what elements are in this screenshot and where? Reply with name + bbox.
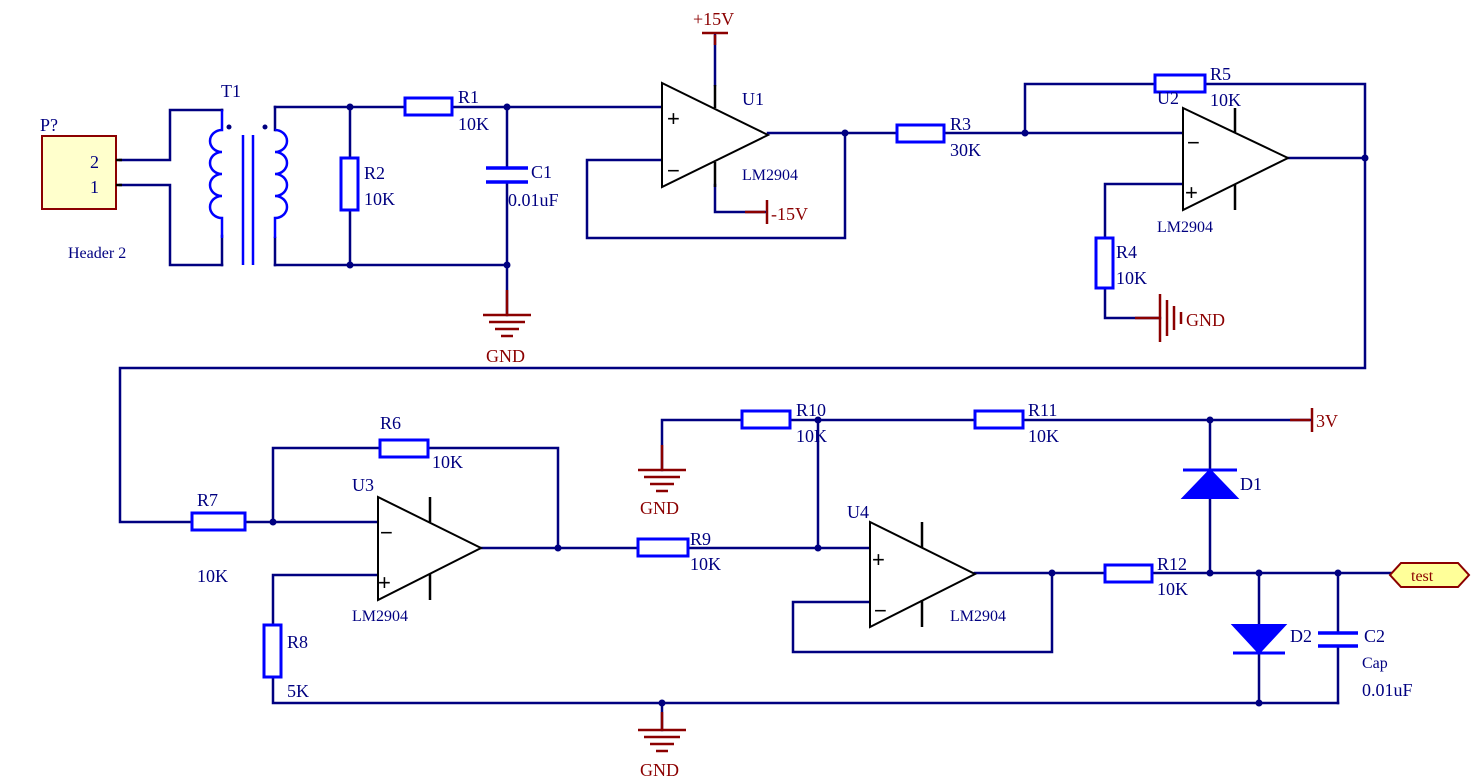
r9-ref: R9 xyxy=(690,529,711,549)
u3-minus: − xyxy=(380,520,393,545)
gnd-bottom: GND xyxy=(638,712,686,780)
resistor-r6: R6 10K xyxy=(378,413,463,472)
u3-ref: U3 xyxy=(352,475,374,495)
r5-value: 10K xyxy=(1210,90,1241,110)
resistor-r3: R3 30K xyxy=(895,114,981,160)
gnd-c1-label: GND xyxy=(486,346,525,366)
r7-ref: R7 xyxy=(197,490,218,510)
resistor-r5: R5 10K xyxy=(1153,64,1241,110)
u1-ref: U1 xyxy=(742,89,764,109)
r3-value: 30K xyxy=(950,140,981,160)
c2-ref: C2 xyxy=(1364,626,1385,646)
power-vpos: +15V xyxy=(693,9,734,45)
gnd-bottom-label: GND xyxy=(640,760,679,780)
capacitor-c1: C1 0.01uF xyxy=(486,162,559,210)
resistor-r1: R1 10K xyxy=(403,87,489,134)
u2-ref: U2 xyxy=(1157,88,1179,108)
diode-d1: D1 xyxy=(1180,468,1262,499)
vneg-label: -15V xyxy=(771,204,808,224)
r8-value: 5K xyxy=(287,681,309,701)
c1-value: 0.01uF xyxy=(508,190,559,210)
port-label: test xyxy=(1411,568,1434,585)
r5-ref: R5 xyxy=(1210,64,1231,84)
connector-name: Header 2 xyxy=(68,245,126,262)
r10-value: 10K xyxy=(796,426,827,446)
r1-value: 10K xyxy=(458,114,489,134)
opamp-u4: + − U4 LM2904 xyxy=(847,502,1006,629)
r8-ref: R8 xyxy=(287,632,308,652)
c1-ref: C1 xyxy=(531,162,552,182)
r4-ref: R4 xyxy=(1116,242,1137,262)
resistor-r8: R8 5K xyxy=(262,623,309,701)
r9-value: 10K xyxy=(690,554,721,574)
r4-value: 10K xyxy=(1116,268,1147,288)
r2-value: 10K xyxy=(364,189,395,209)
v3-label: 3V xyxy=(1316,411,1338,431)
connector-pin2: 2 xyxy=(90,152,99,172)
resistor-r4: R4 10K xyxy=(1094,236,1147,290)
power-vneg: -15V xyxy=(745,200,808,224)
header-connector: P? 2 1 Header 2 xyxy=(40,115,126,262)
connector-ref: P? xyxy=(40,115,58,135)
r11-ref: R11 xyxy=(1028,400,1057,420)
resistor-r12: R12 10K xyxy=(1103,554,1188,599)
opamp-u3: − + U3 LM2904 xyxy=(352,475,484,625)
d2-ref: D2 xyxy=(1290,626,1312,646)
gnd-r10: GND xyxy=(638,445,686,518)
diode-d2: D2 xyxy=(1230,624,1312,655)
gnd-r4-label: GND xyxy=(1186,310,1225,330)
gnd-r4: GND xyxy=(1135,294,1225,342)
connector-pin1: 1 xyxy=(90,177,99,197)
u2-part: LM2904 xyxy=(1157,219,1213,236)
transformer-ref: T1 xyxy=(221,81,241,101)
r10-ref: R10 xyxy=(796,400,826,420)
u4-plus: + xyxy=(872,547,885,572)
u2-minus: − xyxy=(1187,130,1200,155)
d1-ref: D1 xyxy=(1240,474,1262,494)
r3-ref: R3 xyxy=(950,114,971,134)
junction-dots xyxy=(269,103,1369,707)
u4-part: LM2904 xyxy=(950,608,1006,625)
c2-value: 0.01uF xyxy=(1362,680,1413,700)
opamp-u2: − + U2 LM2904 xyxy=(1157,88,1291,236)
resistor-r11: R11 10K xyxy=(973,400,1059,446)
capacitor-c2: C2 Cap 0.01uF xyxy=(1318,626,1413,700)
r2-ref: R2 xyxy=(364,163,385,183)
port-test[interactable]: test xyxy=(1388,562,1471,588)
resistor-r10: R10 10K xyxy=(740,400,827,446)
u4-ref: U4 xyxy=(847,502,869,522)
u1-minus: − xyxy=(667,158,680,183)
r12-value: 10K xyxy=(1157,579,1188,599)
u4-minus: − xyxy=(874,598,887,623)
r7-value: 10K xyxy=(197,566,228,586)
r12-ref: R12 xyxy=(1157,554,1187,574)
power-3v: 3V xyxy=(1290,408,1338,432)
r6-ref: R6 xyxy=(380,413,401,433)
gnd-c1: GND xyxy=(483,290,531,366)
c2-type: Cap xyxy=(1362,655,1388,672)
u2-plus: + xyxy=(1185,180,1198,205)
u1-part: LM2904 xyxy=(742,167,798,184)
r11-value: 10K xyxy=(1028,426,1059,446)
u3-part: LM2904 xyxy=(352,608,408,625)
opamp-u1: + − U1 LM2904 xyxy=(661,81,798,189)
transformer-t1: T1 xyxy=(208,81,289,267)
resistor-r7: R7 10K xyxy=(190,490,247,586)
r1-ref: R1 xyxy=(458,87,479,107)
vpos-label: +15V xyxy=(693,9,734,29)
gnd-r10-label: GND xyxy=(640,498,679,518)
resistor-r2: R2 10K xyxy=(339,156,395,212)
r6-value: 10K xyxy=(432,452,463,472)
u1-plus: + xyxy=(667,106,680,131)
resistor-r9: R9 10K xyxy=(636,529,721,574)
u3-plus: + xyxy=(378,570,391,595)
